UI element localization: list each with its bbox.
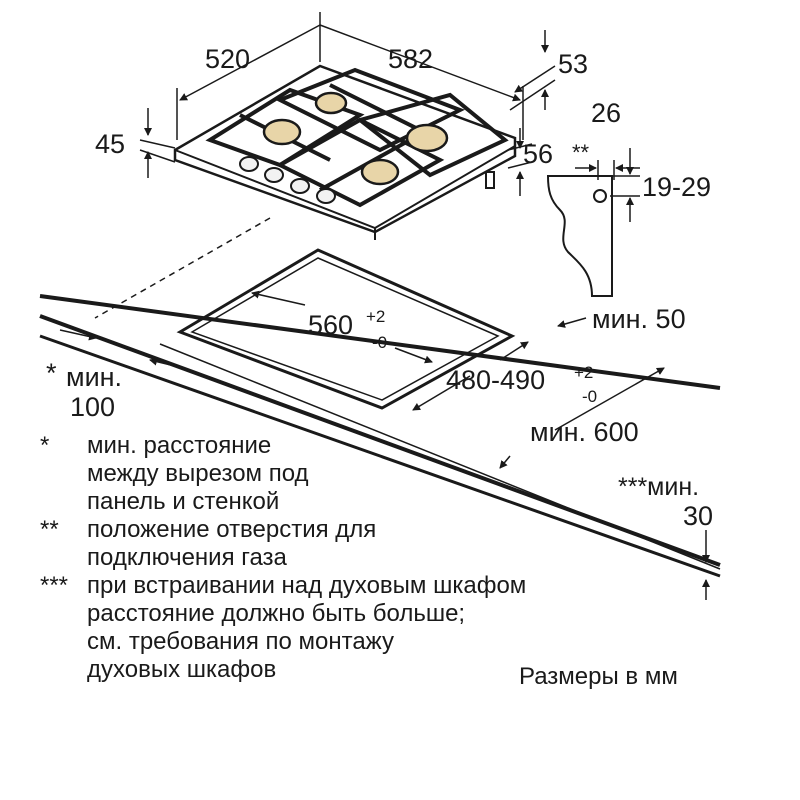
dim-582: 582 [388, 44, 433, 74]
burners [262, 91, 449, 186]
alignment-dashed-line [94, 217, 271, 319]
dim-560-tol-upper: +2 [366, 307, 385, 326]
note-3-line-1: при встраивании над духовым шкафом [87, 572, 527, 599]
dim-480-490-tol-upper: +2 [574, 363, 593, 382]
dim-560-tol-lower: -0 [372, 333, 387, 352]
dim-min-600: мин. 600 [530, 417, 639, 447]
dim-56: 56 [523, 139, 553, 169]
note-2-line-2: подключения газа [87, 544, 287, 571]
note-3-line-3: см. требования по монтажу [87, 628, 395, 655]
note-3-line-4: духовых шкафов [87, 656, 277, 683]
dim-19-29: 19-29 [642, 172, 711, 202]
note-marker-1: * [40, 432, 50, 459]
gas-marker: ** [572, 140, 590, 165]
gas-hob [173, 64, 517, 240]
note-3-line-2: расстояние должно быть больше; [87, 600, 466, 627]
dim-min-30-label: ***мин. [618, 473, 699, 501]
note-marker-2: ** [40, 516, 59, 543]
control-knobs [239, 156, 336, 204]
worktop [39, 294, 721, 578]
note-1-line-2: между вырезом под [87, 460, 309, 487]
dim-26: 26 [591, 98, 621, 128]
note-marker-3: *** [40, 572, 69, 599]
dim-min-30-value: 30 [683, 501, 713, 531]
dim-min-50: мин. 50 [592, 304, 686, 334]
units-caption: Размеры в мм [519, 663, 678, 690]
gas-connector [485, 171, 495, 189]
dim-520: 520 [205, 44, 250, 74]
dim-min-100-value: 100 [70, 392, 115, 422]
dim-53: 53 [558, 49, 588, 79]
dim-45: 45 [95, 129, 125, 159]
dim-min-100-marker: * [46, 358, 57, 388]
note-1-line-1: мин. расстояние [87, 432, 272, 459]
side-profile [546, 175, 613, 297]
note-2-line-1: положение отверстия для [87, 516, 377, 543]
dimension-lines [59, 12, 710, 600]
dim-560: 560 [308, 310, 353, 340]
dim-480-490: 480-490 [446, 365, 545, 395]
note-1-line-3: панель и стенкой [87, 488, 280, 515]
cutout-opening [176, 248, 516, 410]
dim-min-100-label: мин. [66, 362, 122, 392]
dim-480-490-tol-lower: -0 [582, 387, 597, 406]
